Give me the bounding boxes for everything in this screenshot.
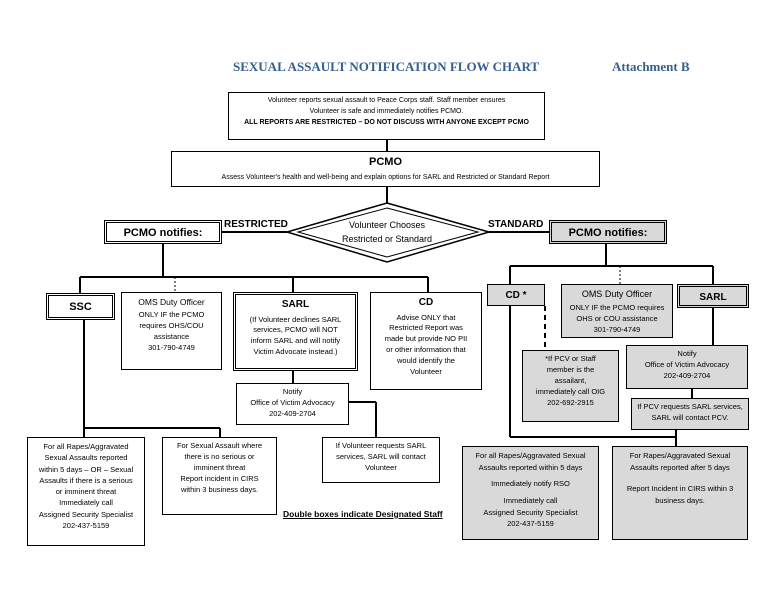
- right-victim-advocacy-box: Notify Office of Victim Advocacy 202-409…: [626, 345, 748, 389]
- right-pcmo-notifies-box: PCMO notifies:: [549, 220, 667, 244]
- standard-label: STANDARD: [488, 219, 544, 230]
- left-pcmo-notifies-box: PCMO notifies:: [104, 220, 222, 244]
- left-sarl-box: SARL (If Volunteer declines SARL service…: [233, 292, 358, 371]
- attachment-label: Attachment B: [612, 59, 690, 74]
- left-oms-duty-officer-box: OMS Duty Officer ONLY IF the PCMO requir…: [121, 292, 222, 370]
- page-title: SEXUAL ASSAULT NOTIFICATION FLOW CHART: [233, 59, 540, 74]
- right-cd-box: CD *: [487, 284, 545, 306]
- right-oig-box: *If PCV or Staff member is the assailant…: [522, 350, 619, 422]
- left-sarl-request-box: If Volunteer requests SARL services, SAR…: [322, 437, 440, 483]
- decision-text: Volunteer Chooses Restricted or Standard: [341, 220, 433, 244]
- restricted-label: RESTRICTED: [224, 219, 288, 230]
- pcmo-heading: PCMO: [369, 156, 402, 168]
- ssc-box: SSC: [46, 293, 115, 320]
- right-rape-within-5-days-box: For all Rapes/Aggravated Sexual Assaults…: [462, 446, 599, 540]
- right-rape-after-5-days-box: For Rapes/Aggravated Sexual Assaults rep…: [612, 446, 748, 540]
- right-oms-duty-officer-box: OMS Duty Officer ONLY IF the PCMO requir…: [561, 284, 673, 338]
- left-cd-box: CD Advise ONLY that Restricted Report wa…: [370, 292, 482, 390]
- left-sexual-assault-box: For Sexual Assault where there is no ser…: [162, 437, 277, 515]
- left-rape-report-box: For all Rapes/Aggravated Sexual Assaults…: [27, 437, 145, 546]
- initial-report-box: Volunteer reports sexual assault to Peac…: [228, 92, 545, 140]
- decision-diamond-shape: [284, 202, 492, 263]
- left-victim-advocacy-box: Notify Office of Victim Advocacy 202-409…: [236, 383, 349, 425]
- designated-staff-footnote: Double boxes indicate Designated Staff: [283, 509, 443, 519]
- right-sarl-box: SARL: [677, 284, 749, 308]
- right-pcv-request-box: If PCV requests SARL services, SARL will…: [631, 398, 749, 430]
- pcmo-assess-box: PCMO Assess Volunteer's health and well-…: [171, 151, 600, 187]
